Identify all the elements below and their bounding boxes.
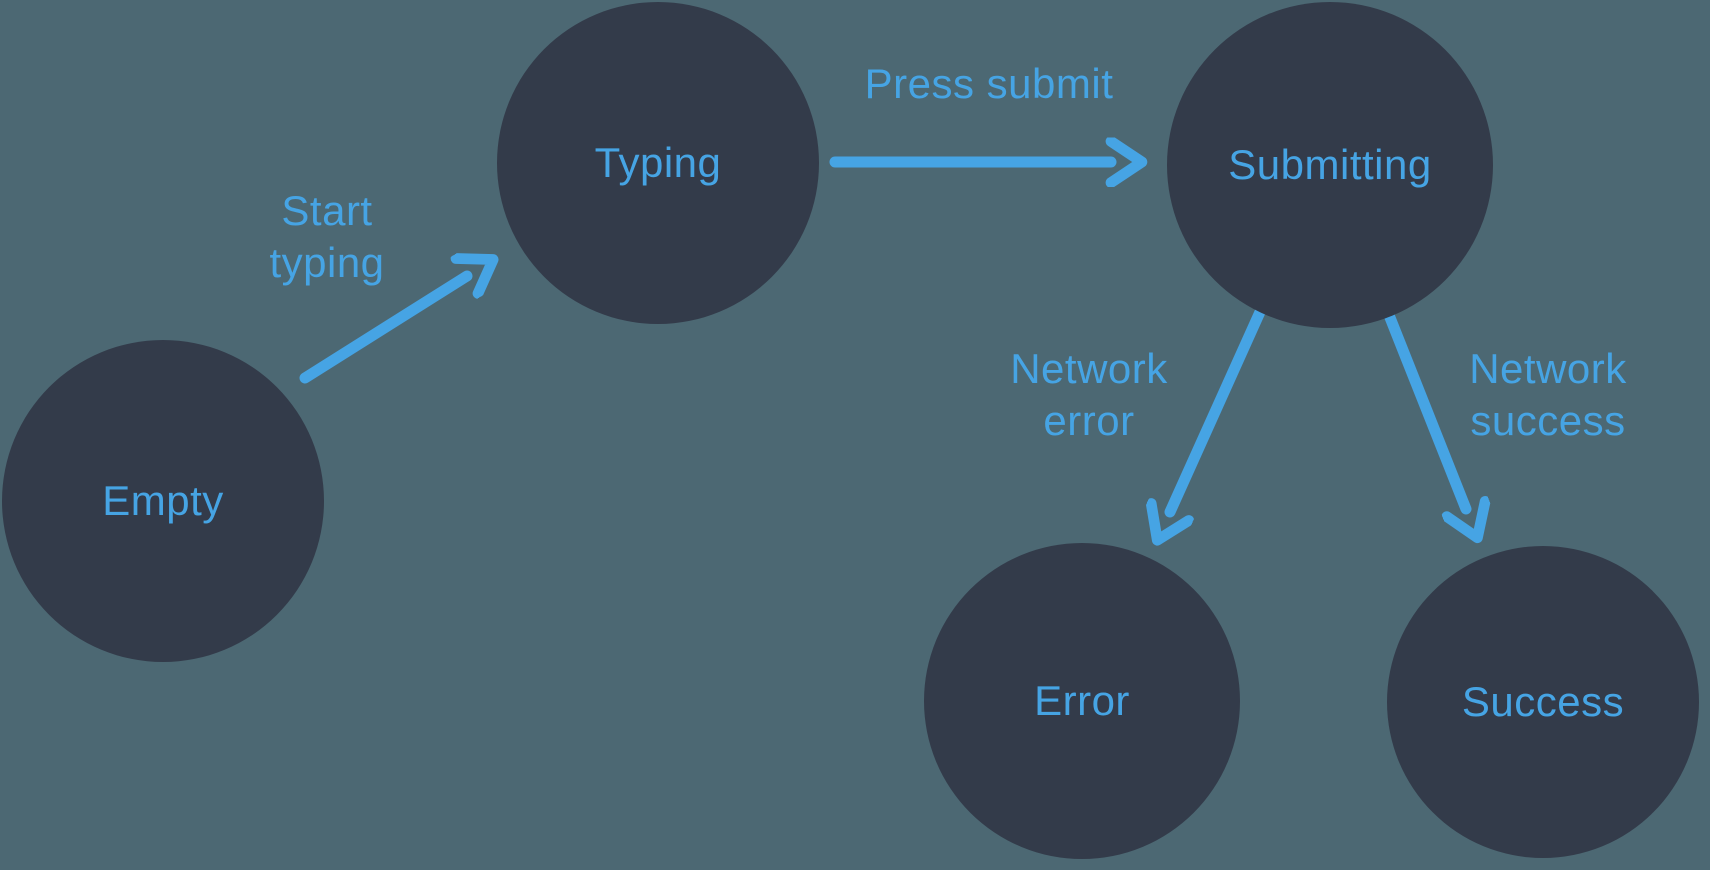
edge-label-network-success: Network success (1469, 343, 1627, 447)
state-label-submitting: Submitting (1228, 141, 1432, 188)
edge-label-line: Press submit (864, 60, 1114, 107)
state-node-submitting: Submitting (1167, 2, 1493, 328)
edge-label-network-error: Network error (1010, 343, 1168, 447)
edge-label-line: error (1043, 397, 1135, 444)
edge-label-start-typing: Start typing (269, 185, 384, 289)
state-label-success: Success (1461, 678, 1625, 725)
edge-label-line: typing (269, 239, 385, 286)
state-node-error: Error (924, 543, 1240, 859)
edge-label-line: Network (1010, 345, 1168, 392)
state-label-typing: Typing (594, 139, 722, 186)
state-node-empty: Empty (2, 340, 324, 662)
arrow-start-typing (299, 276, 467, 384)
state-node-typing: Typing (497, 2, 819, 324)
arrow-network-error (1170, 306, 1266, 512)
edge-label-line: Start (281, 187, 373, 234)
edge-label-line: Network (1469, 345, 1627, 392)
state-label-error: Error (1034, 677, 1130, 724)
state-node-success: Success (1387, 546, 1699, 858)
edge-label-press-submit: Press submit (865, 58, 1114, 110)
arrow-network-success (1383, 309, 1466, 509)
state-label-empty: Empty (102, 477, 224, 524)
edge-label-line: success (1470, 397, 1626, 444)
